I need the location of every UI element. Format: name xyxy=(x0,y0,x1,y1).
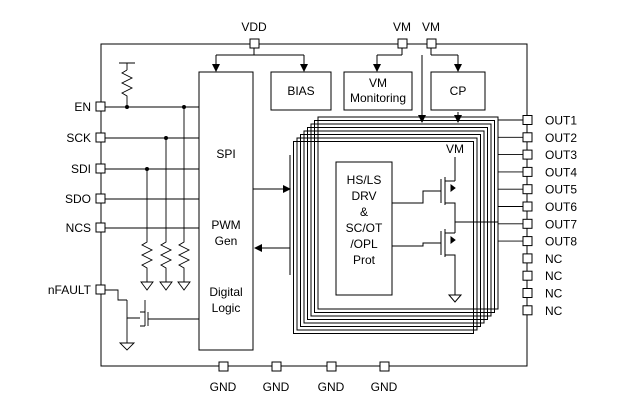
nfault-transistor xyxy=(105,289,199,351)
pin-nc-3[interactable] xyxy=(522,288,533,298)
vm-wire xyxy=(377,48,458,56)
pin-label-nc-3: NC xyxy=(545,287,563,301)
logic-label-spi: SPI xyxy=(216,147,235,161)
logic-label-pwm: PWM xyxy=(211,218,240,232)
pin-label-en: EN xyxy=(74,100,91,114)
driver-channel-stack xyxy=(289,120,495,334)
driver-vm-label: VM xyxy=(446,142,464,156)
vm-monitoring-label-1: VM xyxy=(369,76,387,90)
logic-label-logic: Logic xyxy=(212,301,241,315)
logic-block xyxy=(198,71,254,351)
pin-label-sck: SCK xyxy=(66,131,91,145)
pin-vm-2[interactable] xyxy=(426,38,437,49)
pin-label-nc-4: NC xyxy=(545,304,563,318)
pin-label-out5: OUT5 xyxy=(545,183,577,197)
pin-label-out2: OUT2 xyxy=(545,131,577,145)
pin-out7[interactable] xyxy=(522,218,533,229)
driver-label-3: & xyxy=(360,205,368,219)
half-bridge xyxy=(392,157,498,295)
driver-channel-layer xyxy=(300,134,481,327)
pin-gnd-2[interactable] xyxy=(271,361,282,372)
driver-label-6: Prot xyxy=(353,253,376,267)
pin-vdd[interactable] xyxy=(249,38,260,49)
pin-label-out3: OUT3 xyxy=(545,148,577,162)
pin-nc-2[interactable] xyxy=(522,270,533,281)
pin-out4[interactable] xyxy=(522,166,533,177)
pin-label-sdi: SDI xyxy=(71,162,91,176)
pin-sdi[interactable] xyxy=(95,163,106,174)
pin-label-out8: OUT8 xyxy=(545,235,577,249)
pin-nc-1[interactable] xyxy=(522,253,533,264)
pin-out1[interactable] xyxy=(522,115,533,125)
pin-label-gnd-1: GND xyxy=(210,380,237,394)
pin-label-out1: OUT1 xyxy=(545,114,577,128)
pin-label-nc-2: NC xyxy=(545,269,563,283)
pin-label-out4: OUT4 xyxy=(545,165,577,179)
pulldown-resistors xyxy=(140,107,191,291)
pin-out8[interactable] xyxy=(522,236,533,247)
pin-label-gnd-2: GND xyxy=(263,380,290,394)
pin-label-vdd: VDD xyxy=(241,20,267,34)
driver-label-4: SC/OT xyxy=(346,221,383,235)
driver-channel-front xyxy=(317,116,499,310)
driver-channel-layer xyxy=(293,141,474,334)
pullup-resistor xyxy=(119,62,135,107)
bias-block xyxy=(270,71,332,111)
pin-label-ncs: NCS xyxy=(66,221,91,235)
cp-block xyxy=(430,71,486,111)
driver-block xyxy=(335,161,393,296)
cp-label: CP xyxy=(450,84,467,98)
pin-nc-4[interactable] xyxy=(522,305,533,316)
pin-out6[interactable] xyxy=(522,201,533,212)
driver-channel-layer xyxy=(296,137,478,331)
driver-channel-layer xyxy=(307,127,488,320)
logic-label-gen: Gen xyxy=(215,234,238,248)
input-wires xyxy=(105,106,199,229)
pin-sck[interactable] xyxy=(95,132,106,143)
pin-label-gnd-4: GND xyxy=(371,380,398,394)
pin-out2[interactable] xyxy=(522,132,533,143)
vm-monitoring-label-2: Monitoring xyxy=(350,91,406,105)
bias-label: BIAS xyxy=(287,84,314,98)
vdd-wire xyxy=(215,48,305,71)
pin-gnd-4[interactable] xyxy=(379,361,390,372)
pin-label-nfault: nFAULT xyxy=(48,283,92,297)
driver-label-2: DRV xyxy=(351,189,376,203)
pin-label-out6: OUT6 xyxy=(545,200,577,214)
vm-monitoring-block xyxy=(343,71,413,111)
driver-channel-layer xyxy=(303,130,485,324)
pin-label-nc-1: NC xyxy=(545,252,563,266)
pin-ncs[interactable] xyxy=(95,222,106,233)
pin-label-gnd-3: GND xyxy=(318,380,345,394)
driver-channel-layer xyxy=(314,120,495,313)
pin-label-out7: OUT7 xyxy=(545,217,577,231)
pin-gnd-1[interactable] xyxy=(218,361,229,372)
pin-gnd-3[interactable] xyxy=(326,361,337,372)
pin-nfault[interactable] xyxy=(95,284,106,295)
pin-label-vm-1: VM xyxy=(393,20,411,34)
driver-ground-symbol xyxy=(447,294,463,303)
pin-sdo[interactable] xyxy=(95,193,106,204)
pin-vm-1[interactable] xyxy=(397,38,408,49)
driver-label-5: /OPL xyxy=(350,237,378,251)
pin-label-vm-2: VM xyxy=(422,20,440,34)
driver-label-1: HS/LS xyxy=(347,173,382,187)
pin-en[interactable] xyxy=(95,101,106,112)
logic-label-digital: Digital xyxy=(209,285,242,299)
driver-channel-layer xyxy=(310,123,492,317)
pin-out5[interactable] xyxy=(522,184,533,195)
pin-label-sdo: SDO xyxy=(65,192,91,206)
pin-out3[interactable] xyxy=(522,149,533,160)
